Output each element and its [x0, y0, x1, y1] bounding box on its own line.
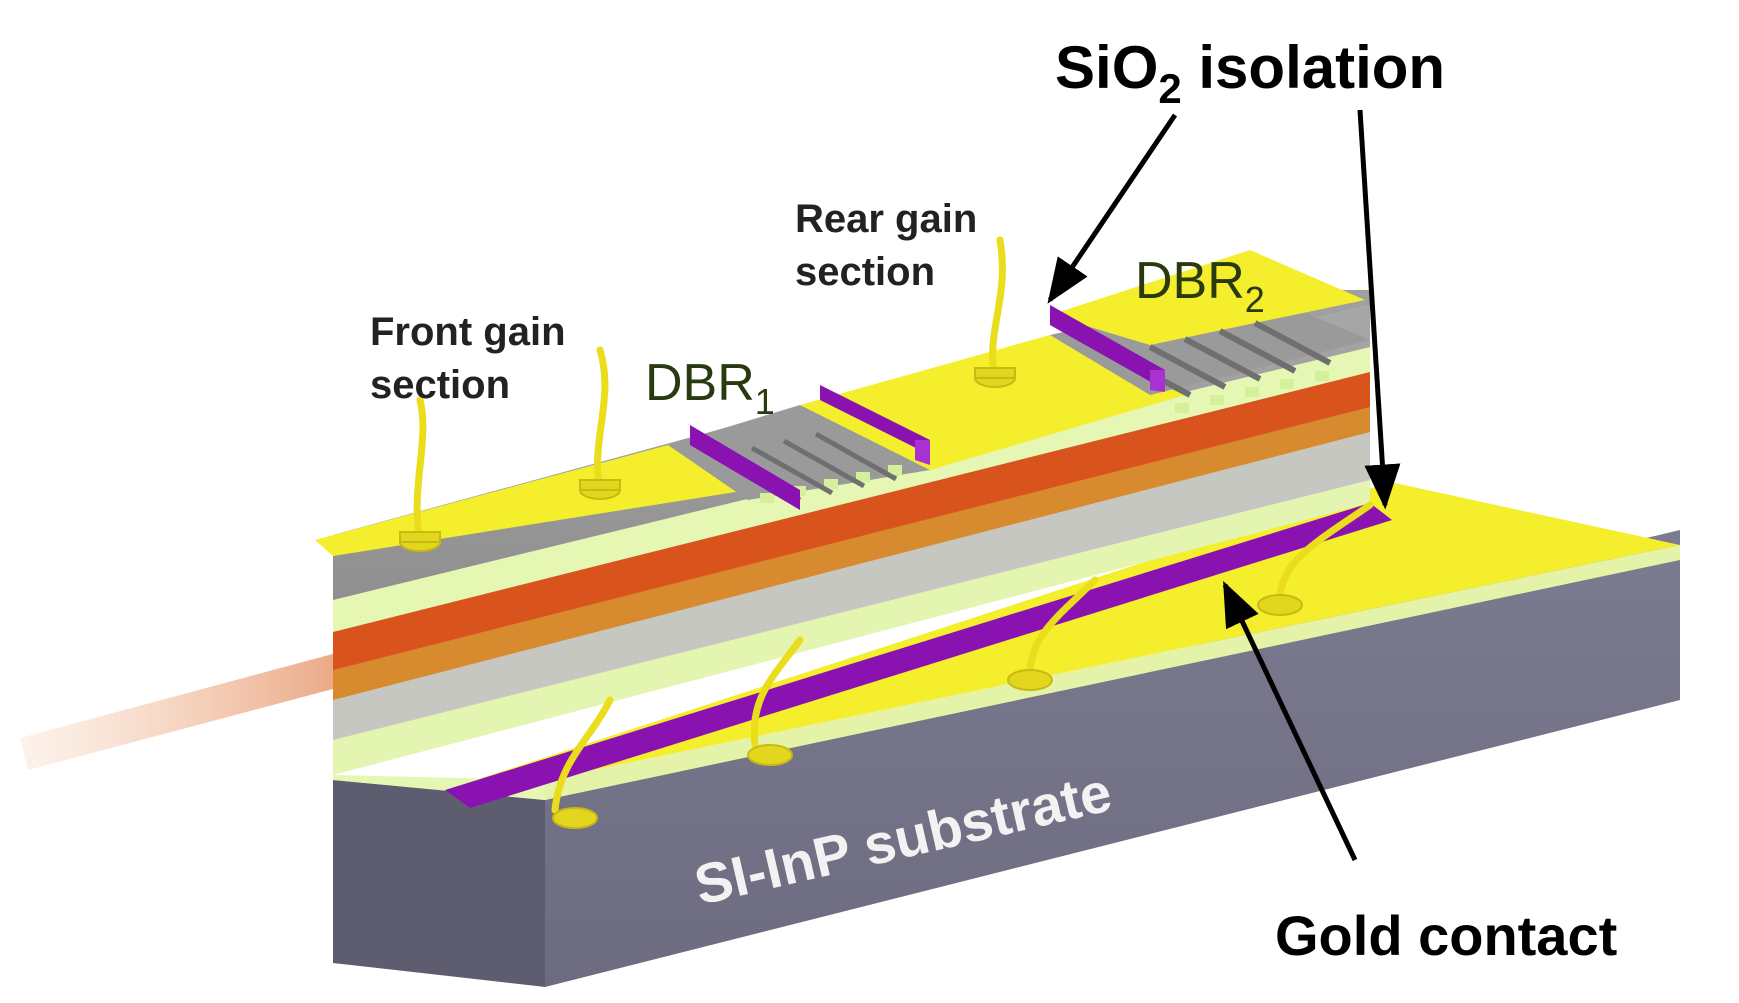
dbr2-label: DBR2 [1135, 252, 1265, 320]
dbr2-gold-pad [1050, 250, 1365, 345]
active-layer-front [333, 370, 1370, 670]
substrate-front-face [333, 780, 545, 987]
front-gain-label-line1: Front gain [370, 310, 566, 354]
sio2-arrow-upper [1047, 113, 1178, 304]
upper-bond-wires [413, 236, 1006, 544]
lower-grey-layer-front [333, 430, 1370, 740]
substrate-side-face [545, 530, 1680, 987]
dbr2-grating-lines [1113, 320, 1332, 398]
lower-bond-wires [551, 501, 1374, 814]
sio2-wall-dbr2 [1050, 305, 1165, 390]
rear-gain-label-line1: Rear gain [795, 197, 977, 241]
sio2-wall-dbr1-left [690, 425, 800, 510]
sio2-isolation-label: SiO2 isolation [1055, 34, 1445, 112]
dbr2-grating-teeth [1175, 371, 1329, 413]
orange-layer-front [333, 405, 1370, 700]
rear-gain-label-line2: section [795, 250, 935, 294]
output-beam [20, 652, 348, 770]
sio2-isolation-strip [445, 503, 1392, 808]
front-gain-gold-pad [315, 445, 748, 556]
front-gain-label-line2: section [370, 363, 510, 407]
gold-contact-arrow [1222, 580, 1358, 862]
sio2-wall-dbr1-vertical [915, 440, 930, 465]
lower-bond-pads [552, 594, 1303, 829]
upper-bond-pads [399, 367, 1016, 552]
sio2-arrow-lower [1357, 109, 1401, 510]
lower-gold-contact-edge [545, 545, 1680, 800]
dbr1-label: DBR1 [645, 354, 775, 422]
lower-cladding-front [333, 480, 1370, 775]
sio2-wall-dbr2-vertical [1150, 370, 1165, 392]
sio2-wall-dbr1-right [820, 385, 930, 455]
gold-contact-label: Gold contact [1275, 904, 1617, 967]
